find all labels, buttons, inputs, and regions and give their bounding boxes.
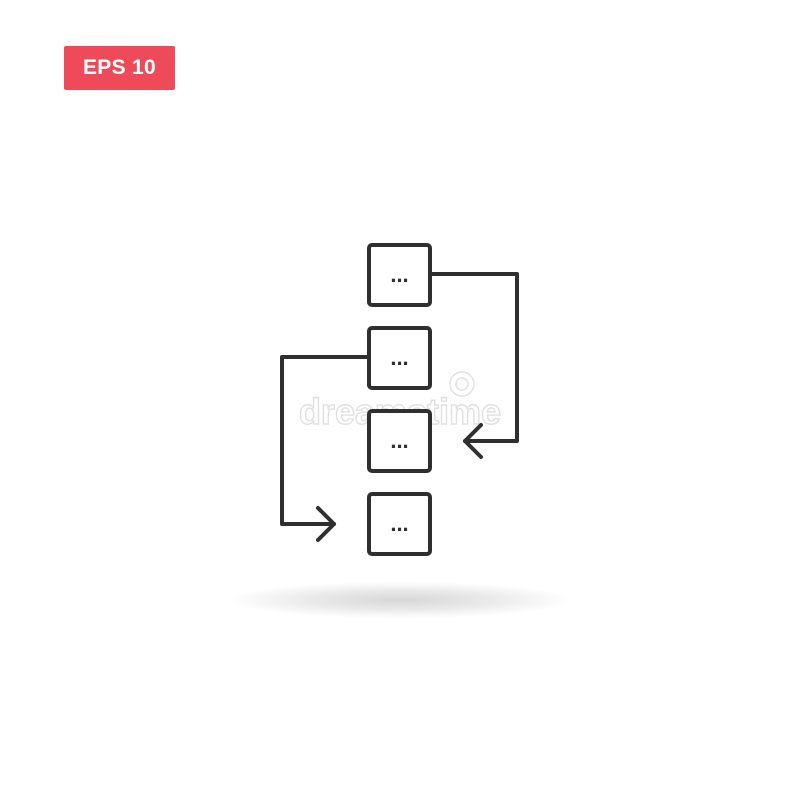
icon-shadow [230,582,570,618]
connector-left [280,355,371,542]
process-box-1: ... [367,243,432,307]
process-box-3: ... [367,409,432,473]
box-4-label: ... [390,511,408,536]
box-2-label: ... [390,345,408,370]
box-3-label: ... [390,428,408,453]
process-box-4: ... [367,492,432,556]
box-1-label: ... [390,262,408,287]
arrow-right-icon [316,506,336,542]
eps-badge: EPS 10 [64,46,175,90]
process-box-2: ... [367,326,432,390]
arrow-left-icon [463,423,483,459]
connector-right [428,272,519,459]
